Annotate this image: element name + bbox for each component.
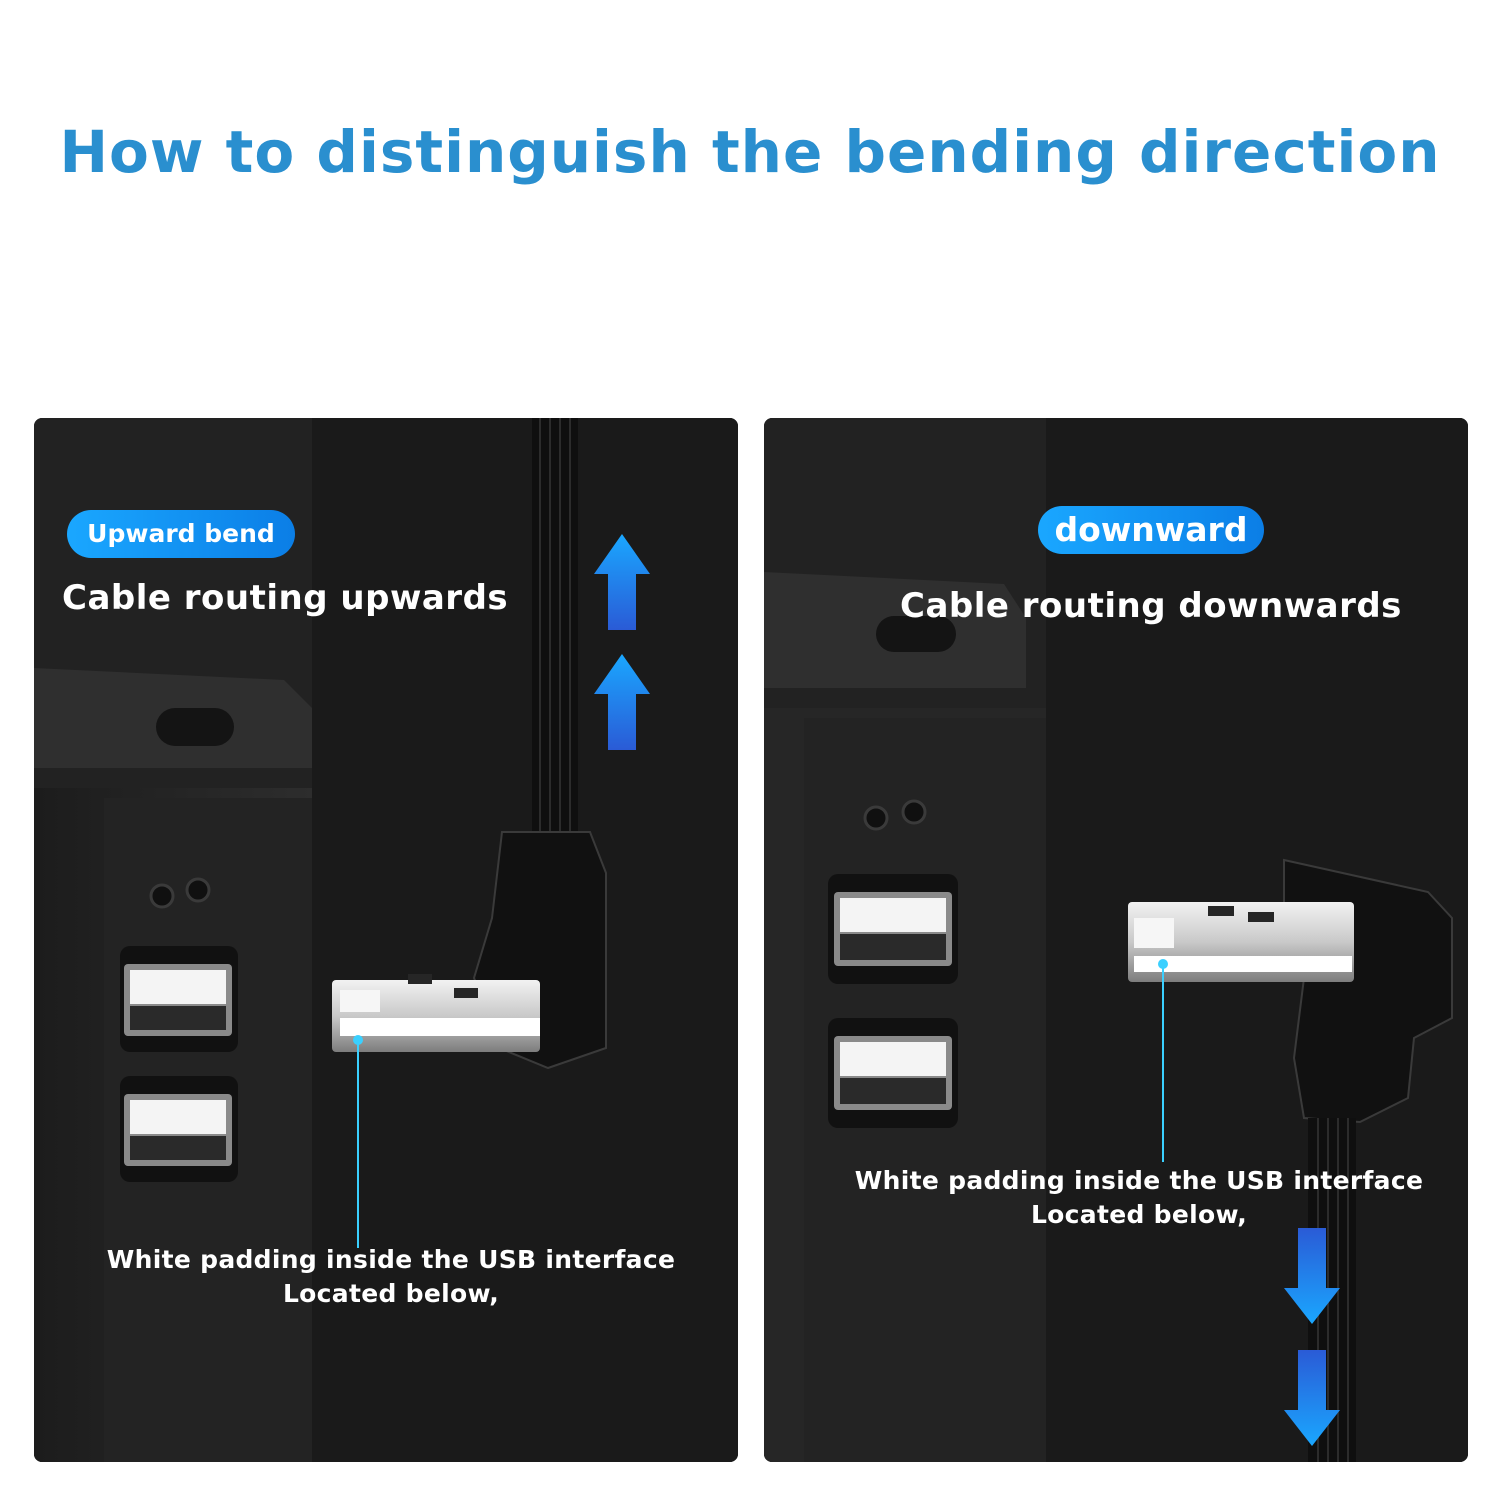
usb-port: [120, 946, 238, 1052]
bracket-slot: [156, 708, 234, 746]
upward-note: White padding inside the USB interface L…: [64, 1243, 718, 1311]
downward-note-line1: White padding inside the USB interface: [854, 1166, 1424, 1195]
downward-note-line2: Located below,: [1030, 1200, 1248, 1229]
panel-upward-bend: Upward bend Cable routing upwards White …: [34, 418, 738, 1462]
downward-heading: Cable routing downwards: [900, 586, 1402, 626]
arrow-down-icon: [1284, 1350, 1340, 1446]
downward-bend-scene: [764, 418, 1468, 1462]
led-indicator: [149, 883, 175, 909]
panel-downward-bend: downward Cable routing downwards White p…: [764, 418, 1468, 1462]
downward-bend-badge: downward: [1038, 506, 1264, 554]
upward-heading: Cable routing upwards: [62, 578, 509, 618]
page-title: How to distinguish the bending direction: [59, 118, 1441, 186]
usb-plug: [1128, 902, 1354, 982]
upward-bend-badge: Upward bend: [67, 510, 295, 558]
usb-port: [828, 874, 958, 984]
usb-port: [828, 1018, 958, 1128]
upward-note-line2: Located below,: [282, 1279, 500, 1308]
usb-port: [120, 1076, 238, 1182]
arrow-up-icon: [594, 654, 650, 750]
usb-plug: [332, 974, 540, 1052]
downward-note: White padding inside the USB interface L…: [824, 1164, 1454, 1232]
led-indicator: [185, 877, 211, 903]
upward-note-line1: White padding inside the USB interface: [106, 1245, 676, 1274]
arrow-down-icon: [1284, 1228, 1340, 1324]
arrow-up-icon: [594, 534, 650, 630]
bracket-slot: [876, 616, 956, 652]
flat-cable: [532, 418, 578, 838]
callout-dot: [353, 1035, 363, 1045]
led-indicator: [863, 805, 889, 831]
upward-bend-scene: [34, 418, 738, 1462]
callout-dot: [1158, 959, 1168, 969]
led-indicator: [901, 799, 927, 825]
